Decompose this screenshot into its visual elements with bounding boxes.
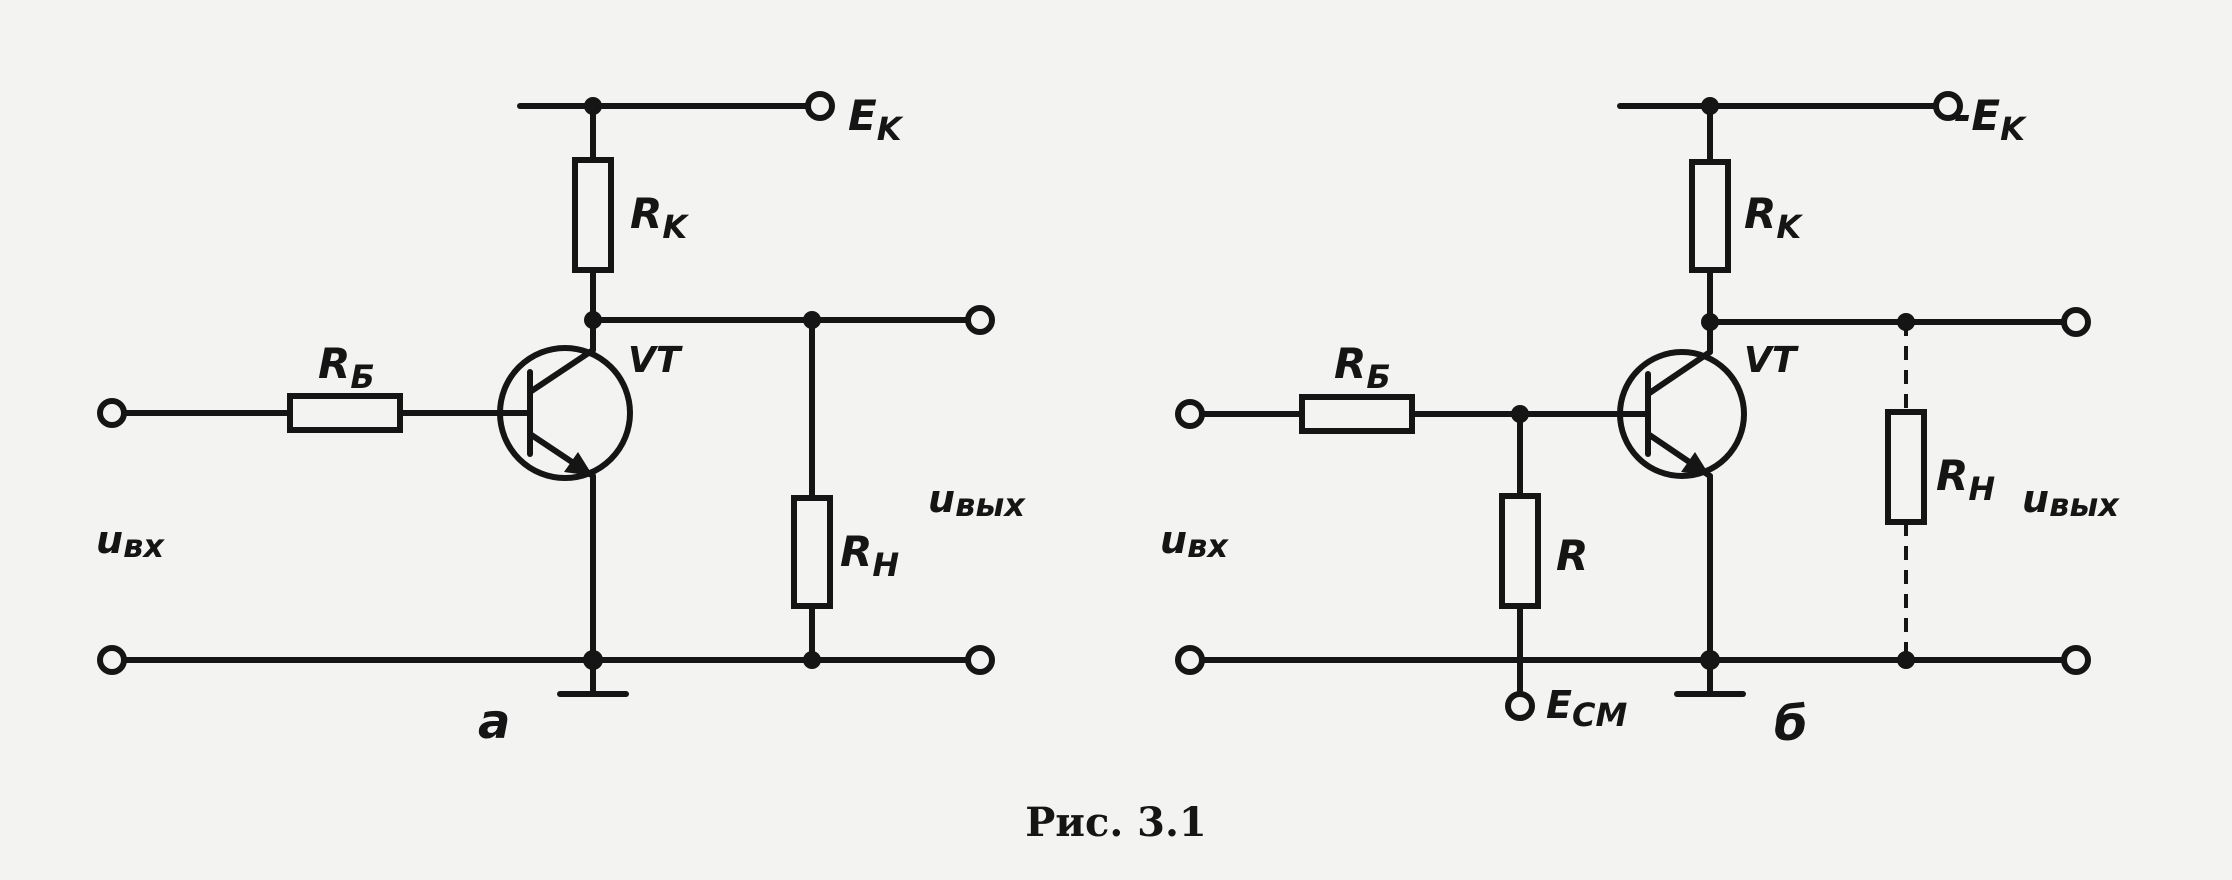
label-ecm-b: ECM [1546, 683, 1627, 734]
resistor-rk-a [572, 157, 614, 273]
terminal-ek-a [805, 91, 835, 121]
label-rb-a: RБ [318, 339, 375, 396]
emitter-arrow-a [564, 452, 593, 476]
label-ek-b: -EK [1954, 91, 2027, 148]
label-rk-b: RK [1744, 189, 1803, 246]
resistor-r-b [1499, 493, 1541, 609]
label-rn-a: RH [840, 527, 899, 584]
junction-rn-bottom-b [1897, 651, 1915, 669]
label-r-b: R [1556, 531, 1588, 580]
resistor-rb-a [287, 393, 403, 433]
resistor-rn-b [1885, 409, 1927, 525]
label-uin-a: uвх [96, 518, 165, 565]
resistor-rn-a [791, 495, 833, 609]
terminal-in-bottom-a [97, 645, 127, 675]
circuit-a: EK RK RБ VT RH uвх uвых a [96, 91, 1026, 750]
terminal-out-top-b [2061, 307, 2091, 337]
terminal-out-bottom-a [965, 645, 995, 675]
label-vt-b: VT [1744, 340, 1799, 381]
resistor-rb-b [1299, 394, 1415, 434]
resistor-rk-b [1689, 159, 1731, 273]
terminal-in-top-b [1175, 399, 1205, 429]
label-tag-b: б [1774, 696, 1808, 752]
terminal-in-bottom-b [1175, 645, 1205, 675]
junction-rn-bottom-a [803, 651, 821, 669]
emitter-arrow-b [1681, 452, 1710, 476]
label-rk-a: RK [630, 189, 689, 246]
terminal-out-bottom-b [2061, 645, 2091, 675]
terminal-ek-b [1933, 91, 1963, 121]
transistor-collector-lead-b [1645, 349, 1713, 397]
label-uout-b: uвых [2022, 477, 2120, 524]
terminal-ecm-b [1505, 691, 1535, 721]
label-vt-a: VT [628, 340, 683, 381]
label-rb-b: RБ [1334, 339, 1391, 396]
terminal-out-top-a [965, 305, 995, 335]
label-uout-a: uвых [928, 477, 1026, 524]
transistor-collector-lead-a [527, 347, 596, 395]
label-rn-b: RH [1936, 451, 1995, 508]
label-uin-b: uвх [1160, 518, 1229, 565]
terminal-in-top-a [97, 398, 127, 428]
label-tag-a: a [478, 694, 510, 750]
label-ek-a: EK [848, 91, 904, 148]
circuit-b: -EK RK RБ VT R ECM RH uвх uвых б [1160, 91, 2120, 752]
figure-caption: Рис. 3.1 [1025, 799, 1207, 846]
